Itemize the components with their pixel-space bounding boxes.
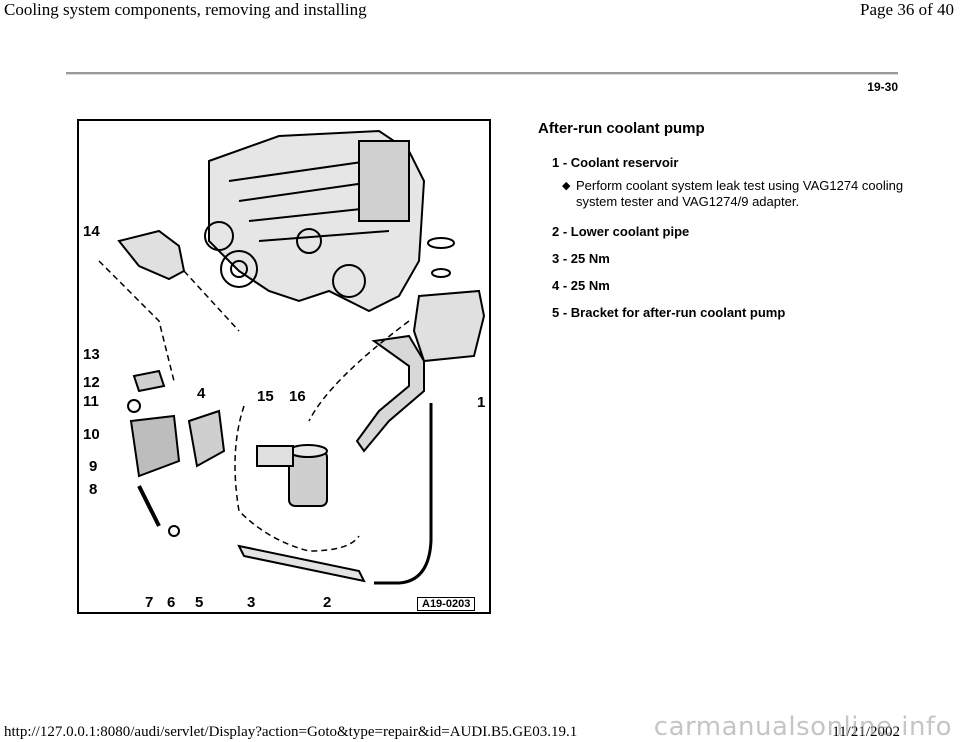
list-subitem: ◆ Perform coolant system leak test using… bbox=[556, 178, 912, 210]
footer-date: 11/21/2002 bbox=[832, 724, 900, 740]
callout-12: 12 bbox=[83, 374, 100, 391]
section-number: 19-30 bbox=[867, 80, 898, 94]
callout-1: 1 bbox=[477, 394, 485, 411]
diamond-icon: ◆ bbox=[562, 180, 571, 192]
header-rule bbox=[66, 72, 898, 75]
engine-cooling-drawing: 14 13 12 11 10 9 8 7 6 5 4 15 16 3 2 1 bbox=[83, 129, 485, 611]
callout-13: 13 bbox=[83, 346, 100, 363]
callout-6: 6 bbox=[167, 594, 175, 611]
callout-5: 5 bbox=[195, 594, 203, 611]
list-item: 4 - 25 Nm bbox=[552, 278, 610, 293]
document-title: Cooling system components, removing and … bbox=[4, 0, 367, 19]
list-item: 2 - Lower coolant pipe bbox=[552, 224, 690, 239]
callout-2: 2 bbox=[323, 594, 331, 611]
list-item: 5 - Bracket for after-run coolant pump bbox=[552, 305, 786, 320]
callout-14: 14 bbox=[83, 223, 100, 240]
callout-9: 9 bbox=[89, 458, 97, 475]
callout-7: 7 bbox=[145, 594, 153, 611]
list-item: 3 - 25 Nm bbox=[552, 251, 610, 266]
item-label: 1 - Coolant reservoir bbox=[552, 155, 679, 170]
page-indicator: Page 36 of 40 bbox=[860, 0, 954, 19]
callout-11: 11 bbox=[83, 393, 99, 410]
callout-10: 10 bbox=[83, 426, 100, 443]
callout-3: 3 bbox=[247, 594, 255, 611]
callout-8: 8 bbox=[89, 481, 97, 498]
callout-16: 16 bbox=[289, 388, 306, 405]
callout-15: 15 bbox=[257, 388, 274, 405]
page-url: http://127.0.0.1:8080/audi/servlet/Displ… bbox=[4, 724, 578, 740]
figure-tag: A19-0203 bbox=[417, 597, 476, 611]
callout-4: 4 bbox=[197, 385, 206, 402]
component-list: 1 - Coolant reservoir ◆ Perform coolant … bbox=[552, 155, 912, 332]
subitem-text: Perform coolant system leak test using V… bbox=[576, 178, 904, 209]
list-item: 1 - Coolant reservoir ◆ Perform coolant … bbox=[552, 155, 912, 210]
watermark: carmanualsonline.info bbox=[653, 712, 952, 742]
exploded-view-diagram: 14 13 12 11 10 9 8 7 6 5 4 15 16 3 2 1 A… bbox=[77, 119, 491, 614]
procedure-title: After-run coolant pump bbox=[538, 120, 705, 137]
